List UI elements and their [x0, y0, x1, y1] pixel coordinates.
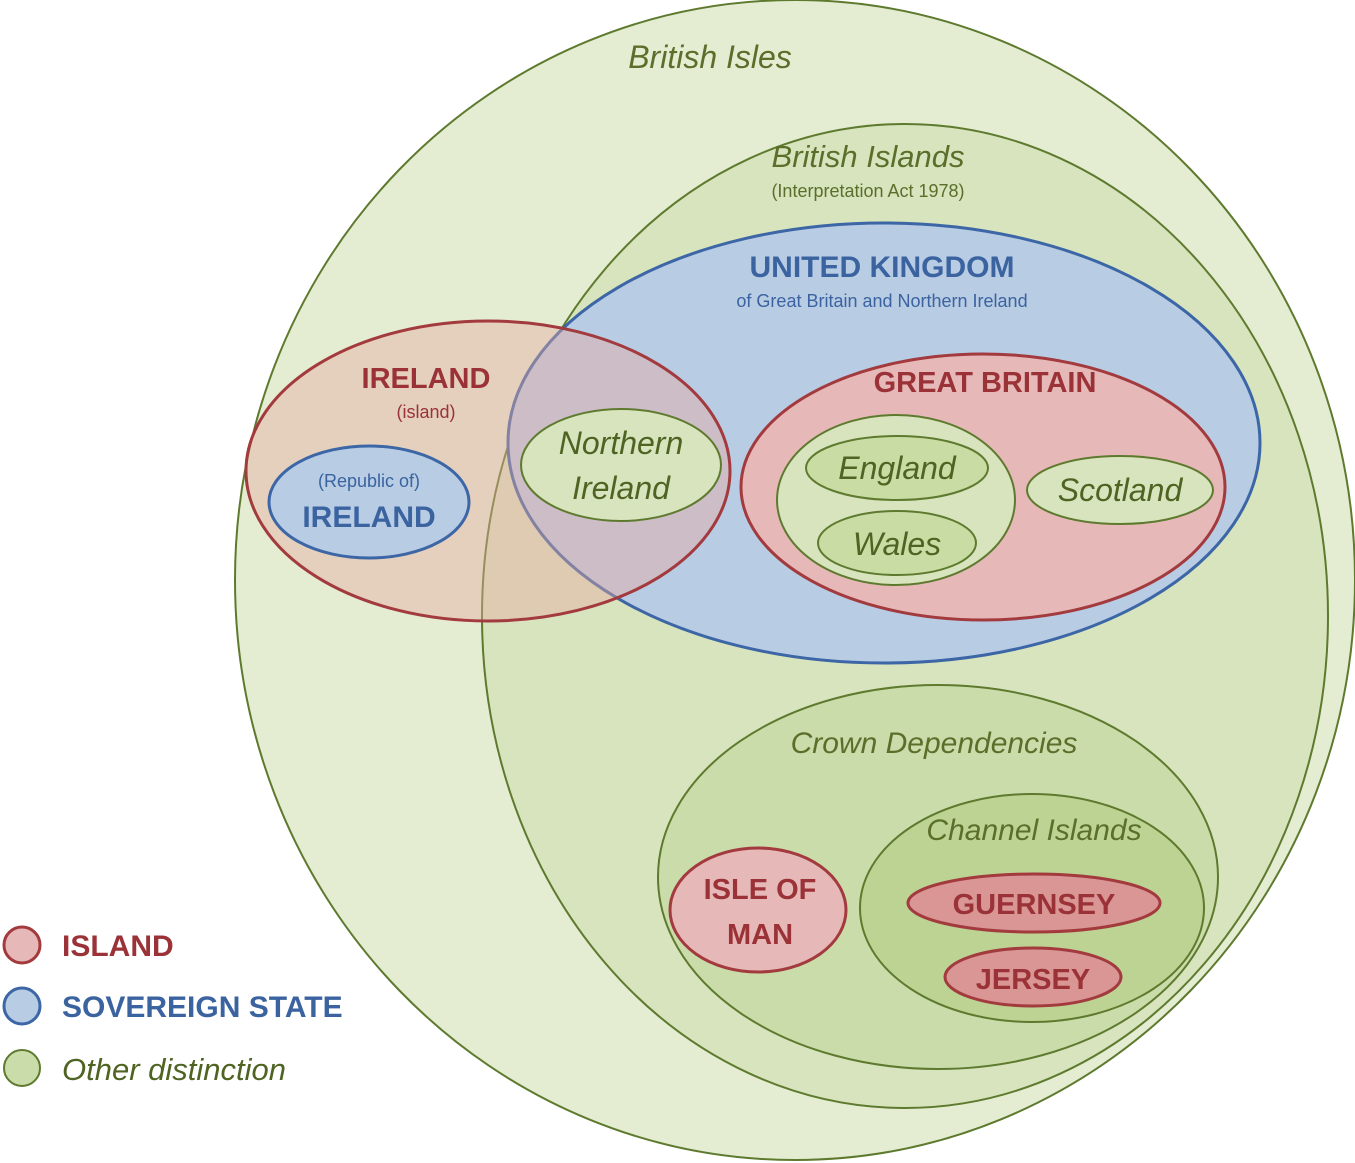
legend-other-swatch [3, 1049, 41, 1087]
england-region [805, 435, 989, 501]
republic-of-ireland-note: (Republic of) [318, 471, 420, 491]
guernsey-label: GUERNSEY [953, 889, 1116, 921]
legend-sovereign-state-label: SOVEREIGN STATE [62, 991, 343, 1024]
ireland-island-label: IRELAND [362, 363, 491, 395]
wales-region [817, 510, 977, 576]
republic-of-ireland-region [267, 444, 471, 560]
scotland-region [1026, 455, 1214, 525]
legend-island-label: ISLAND [62, 930, 174, 963]
united-kingdom-note: of Great Britain and Northern Ireland [736, 291, 1027, 311]
republic-of-ireland-label: IRELAND [302, 501, 435, 534]
legend-sovereign-state-swatch [2, 986, 42, 1026]
legend-island-swatch [2, 925, 42, 965]
british-islands-note: (Interpretation Act 1978) [771, 181, 964, 201]
ireland-island-note: (island) [396, 402, 455, 422]
great-britain-label: GREAT BRITAIN [874, 367, 1097, 399]
channel-islands-label: Channel Islands [926, 814, 1141, 847]
isle-of-man-line1: ISLE OF [704, 874, 817, 906]
isle-of-man-region [668, 846, 848, 974]
united-kingdom-label: UNITED KINGDOM [750, 251, 1015, 284]
northern-ireland-region [520, 408, 722, 522]
jersey-region [943, 946, 1123, 1008]
northern-ireland-line1: Northern [559, 425, 684, 461]
british-islands-label: British Islands [772, 139, 965, 174]
wales-label: Wales [853, 526, 941, 562]
northern-ireland-line2: Ireland [572, 470, 671, 506]
scotland-label: Scotland [1058, 472, 1184, 508]
legend: ISLAND SOVEREIGN STATE Other distinction [2, 925, 343, 1087]
jersey-label: JERSEY [976, 964, 1090, 996]
legend-other-label: Other distinction [62, 1052, 286, 1087]
british-isles-label: British Isles [628, 39, 792, 75]
crown-dependencies-label: Crown Dependencies [791, 727, 1078, 760]
guernsey-region [906, 872, 1162, 934]
isle-of-man-line2: MAN [727, 919, 793, 951]
england-label: England [838, 450, 957, 486]
